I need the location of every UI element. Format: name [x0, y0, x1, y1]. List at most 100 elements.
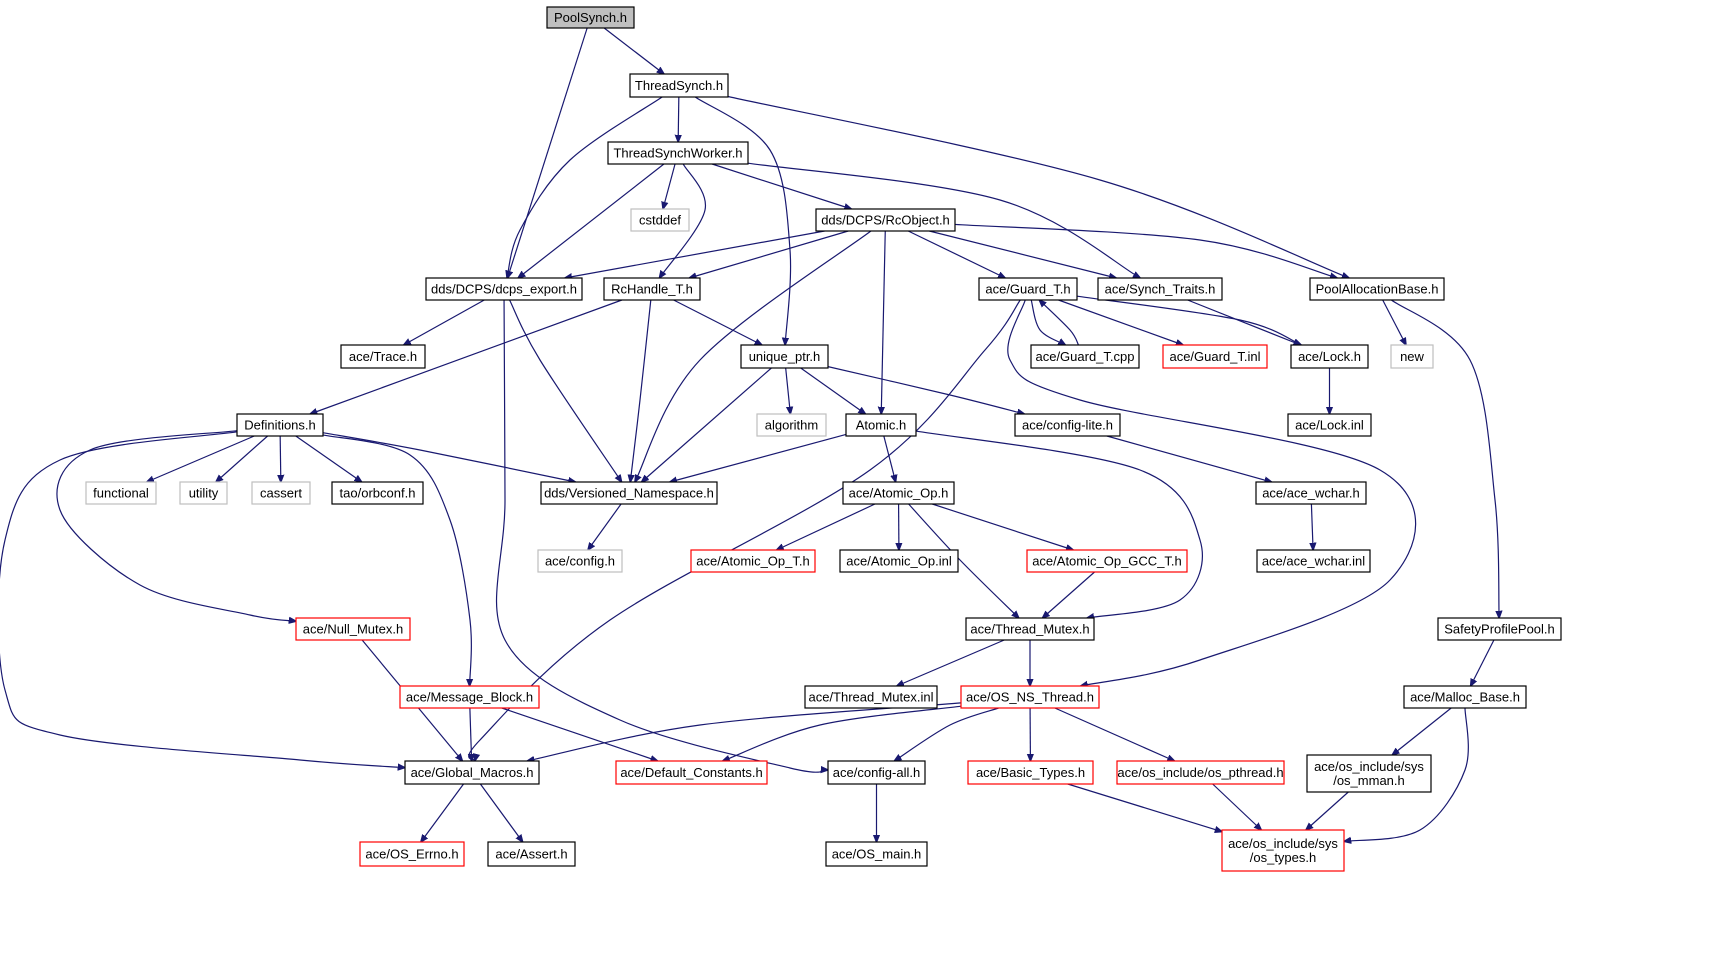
node-box — [607, 141, 749, 165]
node-definitions[interactable]: Definitions.h — [236, 413, 324, 437]
node-config_lite[interactable]: ace/config-lite.h — [1014, 413, 1121, 437]
node-assert_h[interactable]: ace/Assert.h — [487, 841, 576, 867]
node-thread_mutex_inl[interactable]: ace/Thread_Mutex.inl — [804, 685, 938, 709]
node-box — [960, 685, 1100, 709]
node-ace_wchar_inl[interactable]: ace/ace_wchar.inl — [1256, 549, 1371, 573]
node-label: ace/ace_wchar.inl — [1262, 554, 1365, 569]
node-label: ace/OS_Errno.h — [365, 847, 458, 862]
edge-atomic_op_h-to-atomic_op_t — [777, 503, 876, 550]
node-os_types[interactable]: ace/os_include/sys/os_types.h — [1221, 829, 1345, 872]
edge-line — [0, 431, 405, 768]
node-atomic_op_h[interactable]: ace/Atomic_Op.h — [842, 481, 955, 505]
edge-unique_ptr-to-versioned_ns — [642, 367, 772, 482]
node-label: ace/config-all.h — [833, 765, 920, 780]
edge-line — [659, 163, 706, 278]
node-label: dds/Versioned_Namespace.h — [544, 486, 714, 501]
node-os_main[interactable]: ace/OS_main.h — [825, 841, 928, 867]
edge-line — [1067, 783, 1222, 832]
edge-rcobject-to-atomic — [881, 230, 886, 414]
edge-line — [929, 230, 1116, 278]
node-dcps_export[interactable]: dds/DCPS/dcps_export.h — [425, 277, 583, 301]
node-atomic_op_gcc[interactable]: ace/Atomic_Op_GCC_T.h — [1026, 549, 1188, 573]
edge-line — [1306, 791, 1349, 830]
node-null_mutex[interactable]: ace/Null_Mutex.h — [295, 617, 411, 641]
node-trace[interactable]: ace/Trace.h — [340, 344, 426, 369]
edge-definitions-to-cassert — [280, 435, 281, 482]
node-guard_t_h[interactable]: ace/Guard_T.h — [978, 277, 1078, 301]
node-lock_inl[interactable]: ace/Lock.inl — [1287, 413, 1372, 437]
node-label: utility — [189, 486, 219, 501]
node-label: ace/Thread_Mutex.inl — [808, 690, 933, 705]
node-box — [967, 760, 1094, 785]
node-label: Definitions.h — [244, 418, 316, 433]
node-unique_ptr[interactable]: unique_ptr.h — [740, 344, 829, 369]
node-label: ace/Assert.h — [495, 847, 567, 862]
edge-line — [711, 163, 851, 209]
node-box — [179, 481, 228, 505]
node-label: Atomic.h — [856, 418, 907, 433]
node-label: ace/Default_Constants.h — [620, 765, 762, 780]
node-basic_types[interactable]: ace/Basic_Types.h — [967, 760, 1094, 785]
node-guard_t_inl[interactable]: ace/Guard_T.inl — [1162, 344, 1268, 369]
node-lock_h[interactable]: ace/Lock.h — [1290, 344, 1369, 369]
node-os_ns_thread[interactable]: ace/OS_NS_Thread.h — [960, 685, 1100, 709]
node-threadsynch[interactable]: ThreadSynch.h — [629, 73, 729, 98]
node-synch_traits[interactable]: ace/Synch_Traits.h — [1097, 277, 1223, 301]
node-config_all[interactable]: ace/config-all.h — [827, 760, 926, 785]
node-poolallocationbase[interactable]: PoolAllocationBase.h — [1309, 277, 1445, 301]
edge-definitions-to-functional — [147, 435, 255, 482]
edge-line — [518, 163, 665, 278]
node-atomic[interactable]: Atomic.h — [845, 413, 917, 437]
node-label: ace/Thread_Mutex.h — [970, 622, 1089, 637]
node-safetyprofilepool[interactable]: SafetyProfilePool.h — [1437, 617, 1562, 641]
node-box — [690, 549, 816, 573]
node-thread_mutex_h[interactable]: ace/Thread_Mutex.h — [965, 617, 1095, 641]
node-atomic_op_inl[interactable]: ace/Atomic_Op.inl — [839, 549, 959, 573]
node-rchandle[interactable]: RcHandle_T.h — [603, 277, 701, 301]
edge-line — [908, 503, 1019, 618]
edge-line — [1471, 639, 1495, 686]
node-os_pthread[interactable]: ace/os_include/os_pthread.h — [1116, 760, 1285, 785]
node-ace_wchar_h[interactable]: ace/ace_wchar.h — [1255, 481, 1367, 505]
node-guard_t_cpp[interactable]: ace/Guard_T.cpp — [1030, 344, 1140, 369]
node-box — [404, 760, 540, 785]
node-label: dds/DCPS/dcps_export.h — [431, 282, 577, 297]
node-default_constants[interactable]: ace/Default_Constants.h — [615, 760, 768, 785]
node-box — [842, 481, 955, 505]
node-label: ace/Malloc_Base.h — [1410, 690, 1520, 705]
node-global_macros[interactable]: ace/Global_Macros.h — [404, 760, 540, 785]
node-box — [630, 208, 690, 232]
node-malloc_base[interactable]: ace/Malloc_Base.h — [1403, 685, 1527, 709]
edge-guard_t_cpp-to-guard_t_h — [1039, 300, 1080, 346]
edge-safetyprofilepool-to-malloc_base — [1471, 639, 1495, 686]
node-new: new — [1390, 344, 1434, 369]
node-label: ThreadSynch.h — [635, 78, 723, 93]
edge-basic_types-to-os_types — [1067, 783, 1222, 832]
node-label: ace/Guard_T.inl — [1169, 349, 1260, 364]
node-box — [340, 344, 426, 369]
edge-poolsynch-to-dcps_export — [508, 27, 588, 278]
edge-poolallocationbase-to-safetyprofilepool — [1391, 299, 1499, 618]
node-label: ace/os_include/os_pthread.h — [1117, 765, 1283, 780]
node-versioned_ns[interactable]: dds/Versioned_Namespace.h — [540, 481, 718, 505]
node-label: algorithm — [765, 418, 818, 433]
edge-threadsynch-to-poolallocationbase — [727, 95, 1349, 278]
node-orbconf[interactable]: tao/orbconf.h — [331, 481, 424, 505]
node-rcobject[interactable]: dds/DCPS/RcObject.h — [815, 208, 956, 232]
node-label: ace/config.h — [545, 554, 615, 569]
node-label: ace/Atomic_Op.h — [849, 486, 949, 501]
node-message_block[interactable]: ace/Message_Block.h — [399, 685, 540, 709]
node-os_mman[interactable]: ace/os_include/sys/os_mman.h — [1306, 754, 1432, 793]
node-box — [537, 549, 623, 573]
edge-threadsynchworker-to-synch_traits — [747, 162, 1140, 278]
node-atomic_op_t[interactable]: ace/Atomic_Op_T.h — [690, 549, 816, 573]
node-utility: utility — [179, 481, 228, 505]
node-label: functional — [93, 486, 149, 501]
edge-os_ns_thread-to-config_all — [894, 707, 999, 761]
node-threadsynchworker[interactable]: ThreadSynchWorker.h — [607, 141, 749, 165]
node-box — [1403, 685, 1527, 709]
node-os_errno[interactable]: ace/OS_Errno.h — [359, 841, 465, 867]
edge-line — [147, 435, 255, 482]
edge-line — [1311, 503, 1313, 550]
